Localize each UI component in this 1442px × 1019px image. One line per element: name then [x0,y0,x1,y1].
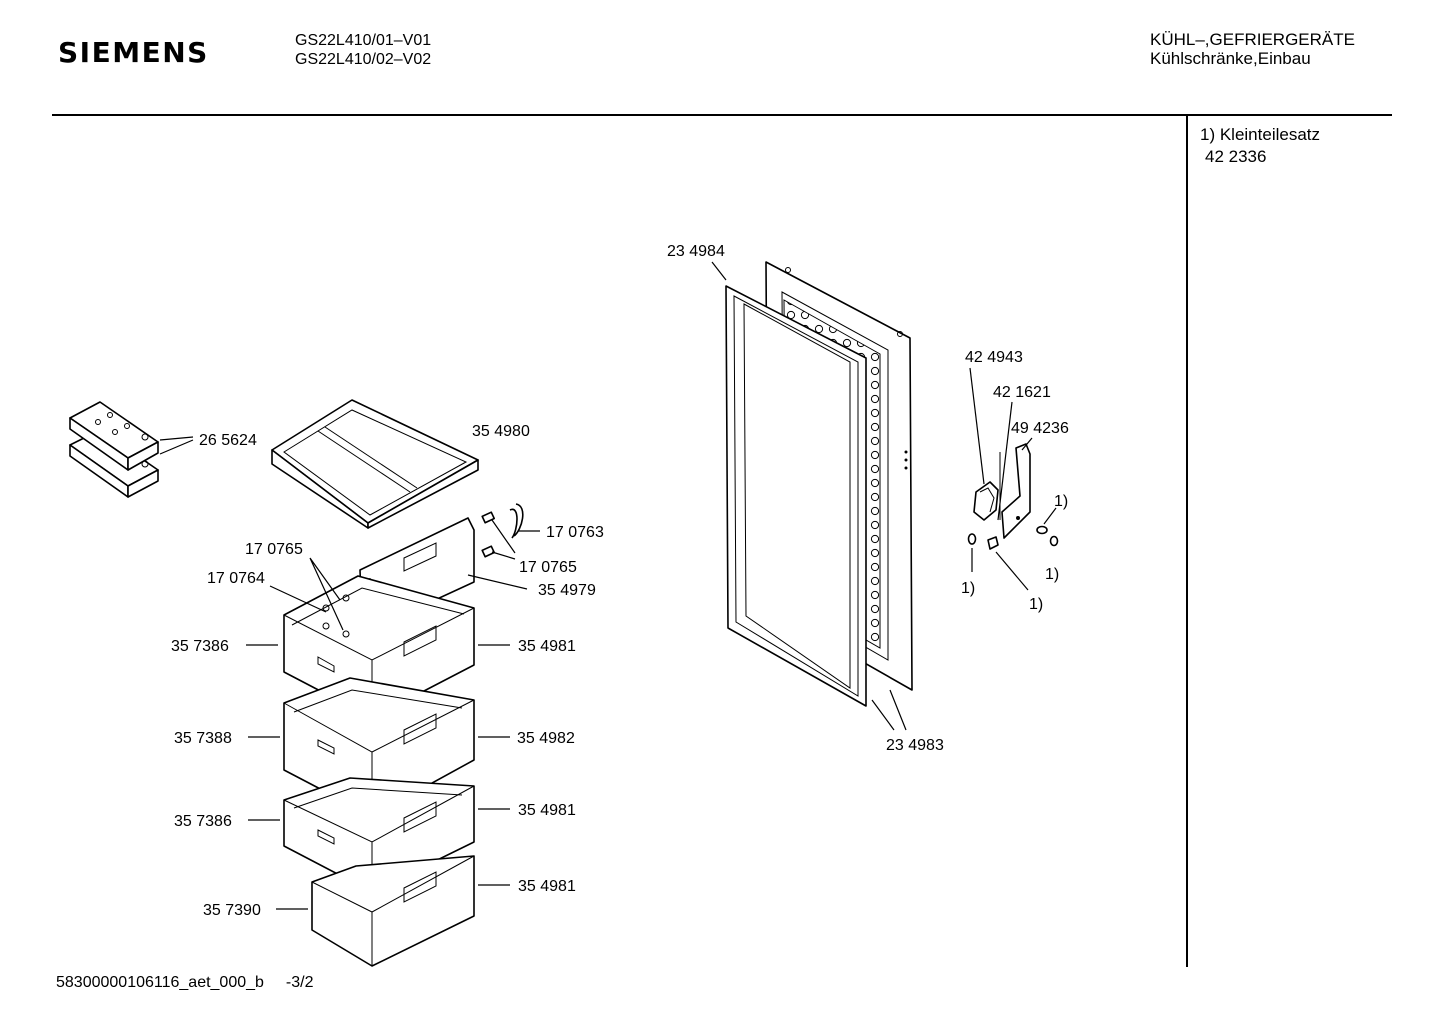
label-kit-ref-1: 1) [1054,493,1068,510]
label-234984: 23 4984 [667,243,725,260]
label-265624: 26 5624 [199,432,257,449]
siemens-logo: SIEMENS [58,36,209,69]
leader-lines [159,261,1057,910]
label-354979: 35 4979 [538,582,596,599]
label-170763: 17 0763 [546,524,604,541]
drawer-icon [283,677,475,817]
label-234983: 23 4983 [886,737,944,754]
appliance-category: KÜHL–,GEFRIERGERÄTE Kühlschränke,Einbau [1150,30,1355,68]
label-kit-ref-2: 1) [1045,566,1059,583]
label-354981-middle: 35 4981 [518,802,576,819]
label-494236: 49 4236 [1011,420,1069,437]
notes-divider [1186,116,1188,967]
label-170764: 17 0764 [207,570,265,587]
kit-label: 1) Kleinteilesatz [1200,125,1321,144]
label-354980: 35 4980 [472,423,530,440]
label-170765-right: 17 0765 [519,559,577,576]
category-main: KÜHL–,GEFRIERGERÄTE [1150,30,1355,49]
cold-pack-icon [69,401,159,498]
door-gasket-icon [725,285,867,707]
model-v01: GS22L410/01–V01 [295,32,432,49]
label-357388: 35 7388 [174,730,232,747]
label-354981-bottom: 35 4981 [518,878,576,895]
label-424943: 42 4943 [965,349,1023,366]
kit-number: 42 2336 [1205,147,1267,166]
label-421621: 42 1621 [993,384,1051,401]
part-labels: 26 5624 35 4980 17 0763 17 0765 17 0765 … [171,243,1069,919]
drawer-icon [311,855,475,967]
label-kit-ref-4: 1) [1029,596,1043,613]
label-354981-top: 35 4981 [518,638,576,655]
label-354982: 35 4982 [517,730,575,747]
label-357390: 35 7390 [203,902,261,919]
small-parts-kit-note: 1) Kleinteilesatz 42 2336 [1200,124,1320,168]
label-kit-ref-3: 1) [961,580,975,597]
footer: 58300000106116_aet_000_b -3/2 [56,974,314,992]
hinge-icon [973,443,1031,550]
label-357386-bottom: 35 7386 [174,813,232,830]
header-divider [52,114,1392,116]
screw-icon [967,525,1059,547]
label-357386-top: 35 7386 [171,638,229,655]
page-indicator: -3/2 [285,974,314,991]
label-170765-left: 17 0765 [245,541,303,558]
ice-tray-icon [271,399,479,529]
model-numbers: GS22L410/01–V01 GS22L410/02–V02 [295,31,431,69]
document-id: 58300000106116_aet_000_b [56,974,264,991]
category-sub: Kühlschränke,Einbau [1150,49,1311,68]
model-v02: GS22L410/02–V02 [295,51,432,68]
